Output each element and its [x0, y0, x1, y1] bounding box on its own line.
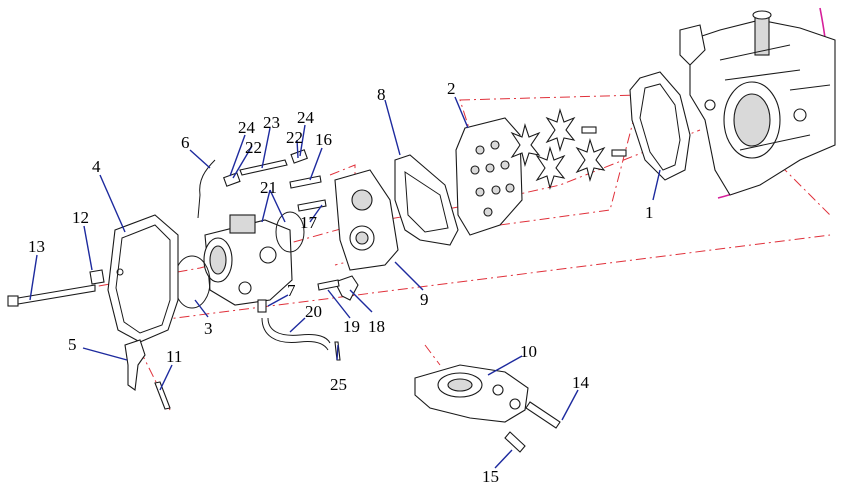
- callout-13: 13: [28, 237, 45, 256]
- hose-6: [197, 159, 216, 219]
- callout-4: 4: [92, 157, 101, 176]
- screw-16: [289, 175, 322, 189]
- callout-2: 2: [447, 79, 456, 98]
- bracket-5: [124, 339, 146, 391]
- gasket-8: [394, 154, 459, 246]
- callout-3: 3: [204, 319, 213, 338]
- intake-manifold-9: [334, 169, 399, 271]
- callout-22b: 22: [286, 128, 303, 147]
- bolt-19: [317, 279, 340, 291]
- callout-21: 21: [260, 178, 277, 197]
- hose-20: [261, 317, 329, 351]
- bracket-18: [334, 275, 359, 301]
- carburetor: [203, 214, 293, 306]
- callout-16: 16: [315, 130, 332, 149]
- callout-7: 7: [287, 281, 296, 300]
- pump-plate-2: [455, 108, 627, 236]
- spacer-12: [89, 269, 105, 285]
- leader-lines: [29, 96, 661, 469]
- engine-block: [679, 10, 836, 196]
- callout-15: 15: [482, 467, 499, 486]
- callout-12: 12: [72, 208, 89, 227]
- callout-17: 17: [300, 213, 318, 232]
- callout-6: 6: [181, 133, 190, 152]
- bolt-13: [7, 284, 96, 307]
- gasket-1: [629, 71, 691, 181]
- pin-11: [154, 381, 171, 410]
- fuel-pump-10: [414, 364, 529, 423]
- callout-14: 14: [572, 373, 590, 392]
- callout-22a: 22: [245, 138, 262, 157]
- callout-18: 18: [368, 317, 385, 336]
- callout-10: 10: [520, 342, 537, 361]
- callout-25: 25: [330, 375, 347, 394]
- callout-20: 20: [305, 302, 322, 321]
- silencer-cover-4: [107, 214, 179, 343]
- callout-1: 1: [645, 203, 654, 222]
- callout-24a: 24: [238, 118, 256, 137]
- o-ring-21: [275, 211, 305, 253]
- callout-19: 19: [343, 317, 360, 336]
- bolt-15: [504, 431, 526, 453]
- o-ring-3: [173, 255, 211, 309]
- callout-labels: 1 2 3 4 5 6 7 8 9 10 11 12 13 14 15 16 1…: [28, 79, 654, 486]
- callout-24b: 24: [297, 108, 315, 127]
- callout-11: 11: [166, 347, 182, 366]
- fitting-7: [257, 299, 267, 313]
- callout-5: 5: [68, 335, 77, 354]
- callout-9: 9: [420, 290, 429, 309]
- callout-8: 8: [377, 85, 386, 104]
- callout-23: 23: [263, 113, 280, 132]
- bolt-14: [525, 401, 561, 429]
- screw-17: [297, 199, 327, 212]
